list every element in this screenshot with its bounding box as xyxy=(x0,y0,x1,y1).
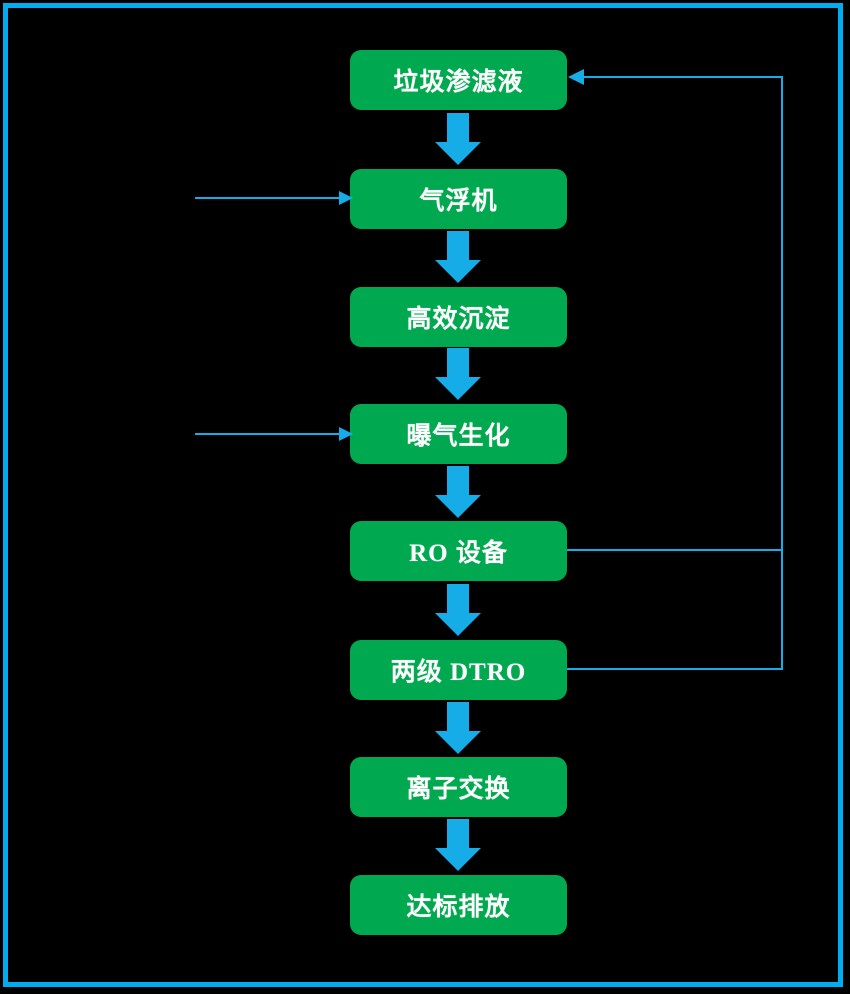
node-aeration[interactable]: 曝气生化 xyxy=(350,404,567,464)
input-arrow-line xyxy=(195,433,352,435)
flow-arrow-aeration-to-ro xyxy=(435,466,481,518)
node-two-stage-dtro[interactable]: 两级 DTRO xyxy=(350,640,567,700)
diagram-border-frame xyxy=(3,3,843,987)
node-leachate[interactable]: 垃圾渗滤液 xyxy=(350,50,567,110)
recycle-line-dtro-horizontal xyxy=(567,668,783,670)
recycle-line-ro-horizontal xyxy=(567,549,783,551)
flow-arrow-ion-exchange-to-discharge xyxy=(435,819,481,871)
flow-arrow-sedimentation-to-aeration xyxy=(435,348,481,400)
arrow-shaft xyxy=(447,348,469,378)
input-arrow-to-aeration xyxy=(195,427,353,441)
arrow-head xyxy=(435,495,481,518)
flow-arrow-ro-to-dtro xyxy=(435,584,481,636)
input-arrow-head xyxy=(339,427,353,441)
flow-arrow-leachate-to-flotation xyxy=(435,113,481,165)
recycle-arrow-head xyxy=(568,69,584,85)
arrow-head xyxy=(435,731,481,754)
arrow-shaft xyxy=(447,819,469,849)
node-flotation[interactable]: 气浮机 xyxy=(350,169,567,229)
arrow-shaft xyxy=(447,584,469,614)
node-ro-equipment[interactable]: RO 设备 xyxy=(350,521,567,581)
arrow-head xyxy=(435,613,481,636)
arrow-head xyxy=(435,848,481,871)
node-compliant-discharge[interactable]: 达标排放 xyxy=(350,875,567,935)
arrow-head xyxy=(435,260,481,283)
arrow-head xyxy=(435,377,481,400)
input-arrow-line xyxy=(195,197,352,199)
arrow-head xyxy=(435,142,481,165)
flow-arrow-dtro-to-ion-exchange xyxy=(435,702,481,754)
flow-arrow-flotation-to-sedimentation xyxy=(435,231,481,283)
arrow-shaft xyxy=(447,702,469,732)
node-sedimentation[interactable]: 高效沉淀 xyxy=(350,287,567,347)
arrow-shaft xyxy=(447,231,469,261)
recycle-line-vertical-trunk xyxy=(781,77,783,669)
node-ion-exchange[interactable]: 离子交换 xyxy=(350,757,567,817)
recycle-line-return-horizontal xyxy=(583,76,783,78)
input-arrow-to-flotation xyxy=(195,191,353,205)
arrow-shaft xyxy=(447,113,469,143)
input-arrow-head xyxy=(339,191,353,205)
arrow-shaft xyxy=(447,466,469,496)
